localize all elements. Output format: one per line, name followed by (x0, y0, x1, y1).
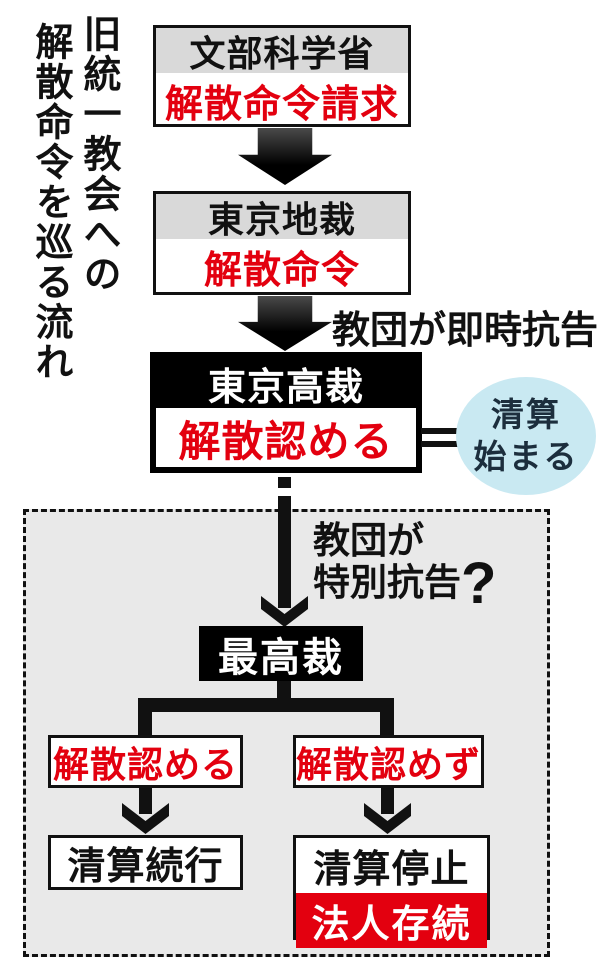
arrow-down-icon (381, 788, 394, 814)
node-district-court-header: 東京地裁 (156, 194, 408, 240)
node-dissolution-denied: 解散認めず (293, 735, 484, 788)
label-special-appeal: 教団が 特別抗告? (313, 520, 497, 616)
label-special-appeal-line1: 教団が (313, 520, 424, 561)
node-district-court: 東京地裁 解散命令 (153, 191, 411, 295)
badge-liquidation-begins: 清算 始まる (456, 377, 596, 495)
page-title-line1: 旧統一教会への (77, 14, 119, 294)
branch-left-drop (138, 698, 152, 736)
branch-stub (277, 681, 291, 701)
branch-bar (138, 698, 394, 712)
connector-line (421, 441, 459, 447)
node-supreme-court: 最高裁 (199, 626, 363, 681)
branch-right-drop (380, 698, 394, 736)
arrow-down-icon (278, 496, 291, 608)
node-dissolution-approved: 解散認める (48, 735, 243, 788)
node-corporation-survives: 法人存続 (296, 893, 487, 948)
arrow-down-icon (139, 788, 152, 814)
label-immediate-appeal: 教団が即時抗告 (332, 310, 599, 352)
node-high-court-action: 解散認める (178, 418, 394, 465)
page-title-line2: 解散命令を巡る流れ (29, 22, 71, 382)
node-high-court-header: 東京高裁 (156, 358, 416, 409)
node-liquidation-halted: 清算停止 法人存続 (293, 835, 490, 948)
node-district-court-action: 解散命令 (203, 250, 360, 292)
liquidation-halted-label: 清算停止 (313, 849, 470, 891)
label-special-appeal-line2: 特別抗告? (313, 551, 497, 616)
node-mext: 文部科学省 解散命令請求 (153, 25, 411, 127)
liquidation-begins-line2: 始まる (473, 437, 579, 476)
arrow-down-icon (238, 296, 332, 351)
node-liquidation-continues: 清算続行 (48, 835, 243, 890)
connector-line (421, 428, 459, 434)
node-mext-header: 文部科学省 (156, 28, 408, 74)
dotted-connector (278, 477, 291, 488)
liquidation-begins-line1: 清算 (491, 395, 561, 434)
page-title: 旧統一教会への 解散命令を巡る流れ (22, 14, 122, 414)
node-high-court: 東京高裁 解散認める (150, 352, 422, 473)
arrow-down-icon (238, 128, 332, 185)
node-mext-action: 解散命令請求 (164, 84, 399, 126)
question-mark: ? (461, 551, 497, 616)
